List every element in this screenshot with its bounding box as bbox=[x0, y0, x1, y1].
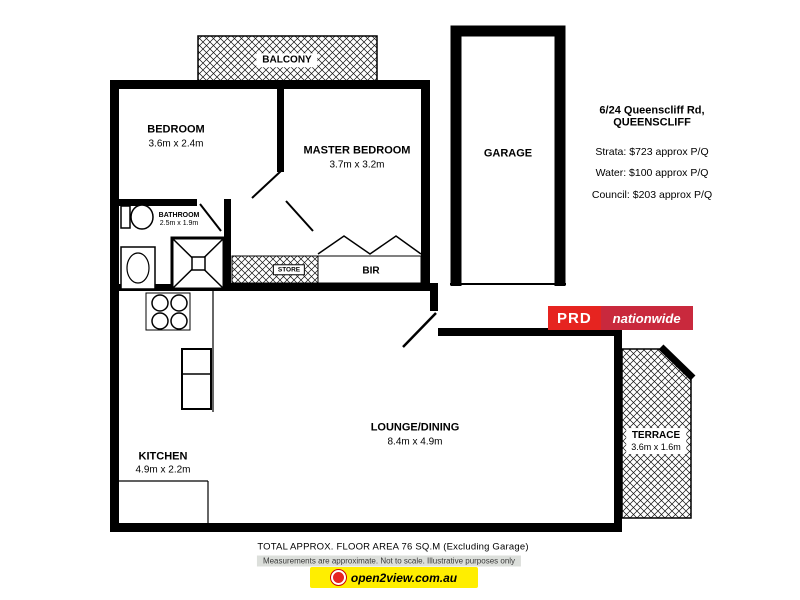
terrace-dims: 3.6m x 1.6m bbox=[631, 441, 681, 452]
room-label-master-bedroom: MASTER BEDROOM bbox=[303, 144, 411, 157]
room-label-terrace: TERRACE 3.6m x 1.6m bbox=[626, 428, 686, 454]
prd-logo-text: PRD bbox=[548, 306, 601, 330]
garage-walls bbox=[450, 25, 566, 286]
room-label-bir: BIR bbox=[358, 265, 384, 277]
room-label-balcony: BALCONY bbox=[256, 53, 318, 67]
toilet-icon bbox=[120, 205, 131, 229]
water-fee: Water: $100 approx P/Q bbox=[595, 166, 709, 179]
disclaimer-text: Measurements are approximate. Not to sca… bbox=[256, 555, 522, 567]
room-label-garage: GARAGE bbox=[483, 147, 533, 160]
room-label-kitchen: KITCHEN bbox=[138, 450, 188, 463]
room-label-store: STORE bbox=[272, 264, 306, 276]
open2view-circle-icon bbox=[330, 570, 346, 585]
open2view-logo: open2view.com.au bbox=[310, 567, 478, 588]
terrace-name: TERRACE bbox=[631, 430, 681, 442]
room-label-lounge-dining: LOUNGE/DINING bbox=[370, 421, 460, 434]
shower-base-icon bbox=[191, 256, 206, 271]
fridge-icon bbox=[181, 348, 212, 410]
door-lines bbox=[199, 170, 437, 348]
room-dims-kitchen: 4.9m x 2.2m bbox=[135, 464, 191, 476]
bifold-doors bbox=[317, 235, 422, 255]
room-dims-bedroom: 3.6m x 2.4m bbox=[148, 138, 204, 150]
room-dims-lounge-dining: 8.4m x 4.9m bbox=[387, 436, 443, 448]
strata-fee: Strata: $723 approx P/Q bbox=[595, 145, 709, 158]
kitchen-fixtures bbox=[119, 291, 214, 523]
terrace-corner-wall bbox=[658, 344, 696, 381]
nationwide-logo-text: nationwide bbox=[600, 306, 693, 330]
room-label-bedroom: BEDROOM bbox=[147, 123, 205, 136]
apartment-walls bbox=[110, 80, 622, 532]
address-line-1: 6/24 Queenscliff Rd, bbox=[599, 104, 705, 117]
prd-nationwide-logo: PRD nationwide bbox=[548, 306, 693, 330]
cooktop-icon bbox=[145, 292, 191, 331]
address-line-2: QUEENSCLIFF bbox=[613, 116, 691, 129]
open2view-logo-text: open2view.com.au bbox=[350, 570, 458, 585]
council-fee: Council: $203 approx P/Q bbox=[591, 188, 713, 201]
room-dims-master-bedroom: 3.7m x 3.2m bbox=[329, 159, 385, 171]
room-label-bathroom: BATHROOM 2.5m x 1.9m bbox=[155, 210, 203, 230]
bathroom-dims: 2.5m x 1.9m bbox=[159, 220, 199, 227]
total-floor-area-text: TOTAL APPROX. FLOOR AREA 76 SQ.M (Exclud… bbox=[257, 541, 529, 553]
bathroom-name: BATHROOM bbox=[158, 211, 200, 219]
basin-icon bbox=[126, 252, 150, 284]
toilet-bowl-icon bbox=[130, 204, 154, 230]
bathroom-fixtures bbox=[120, 204, 226, 291]
